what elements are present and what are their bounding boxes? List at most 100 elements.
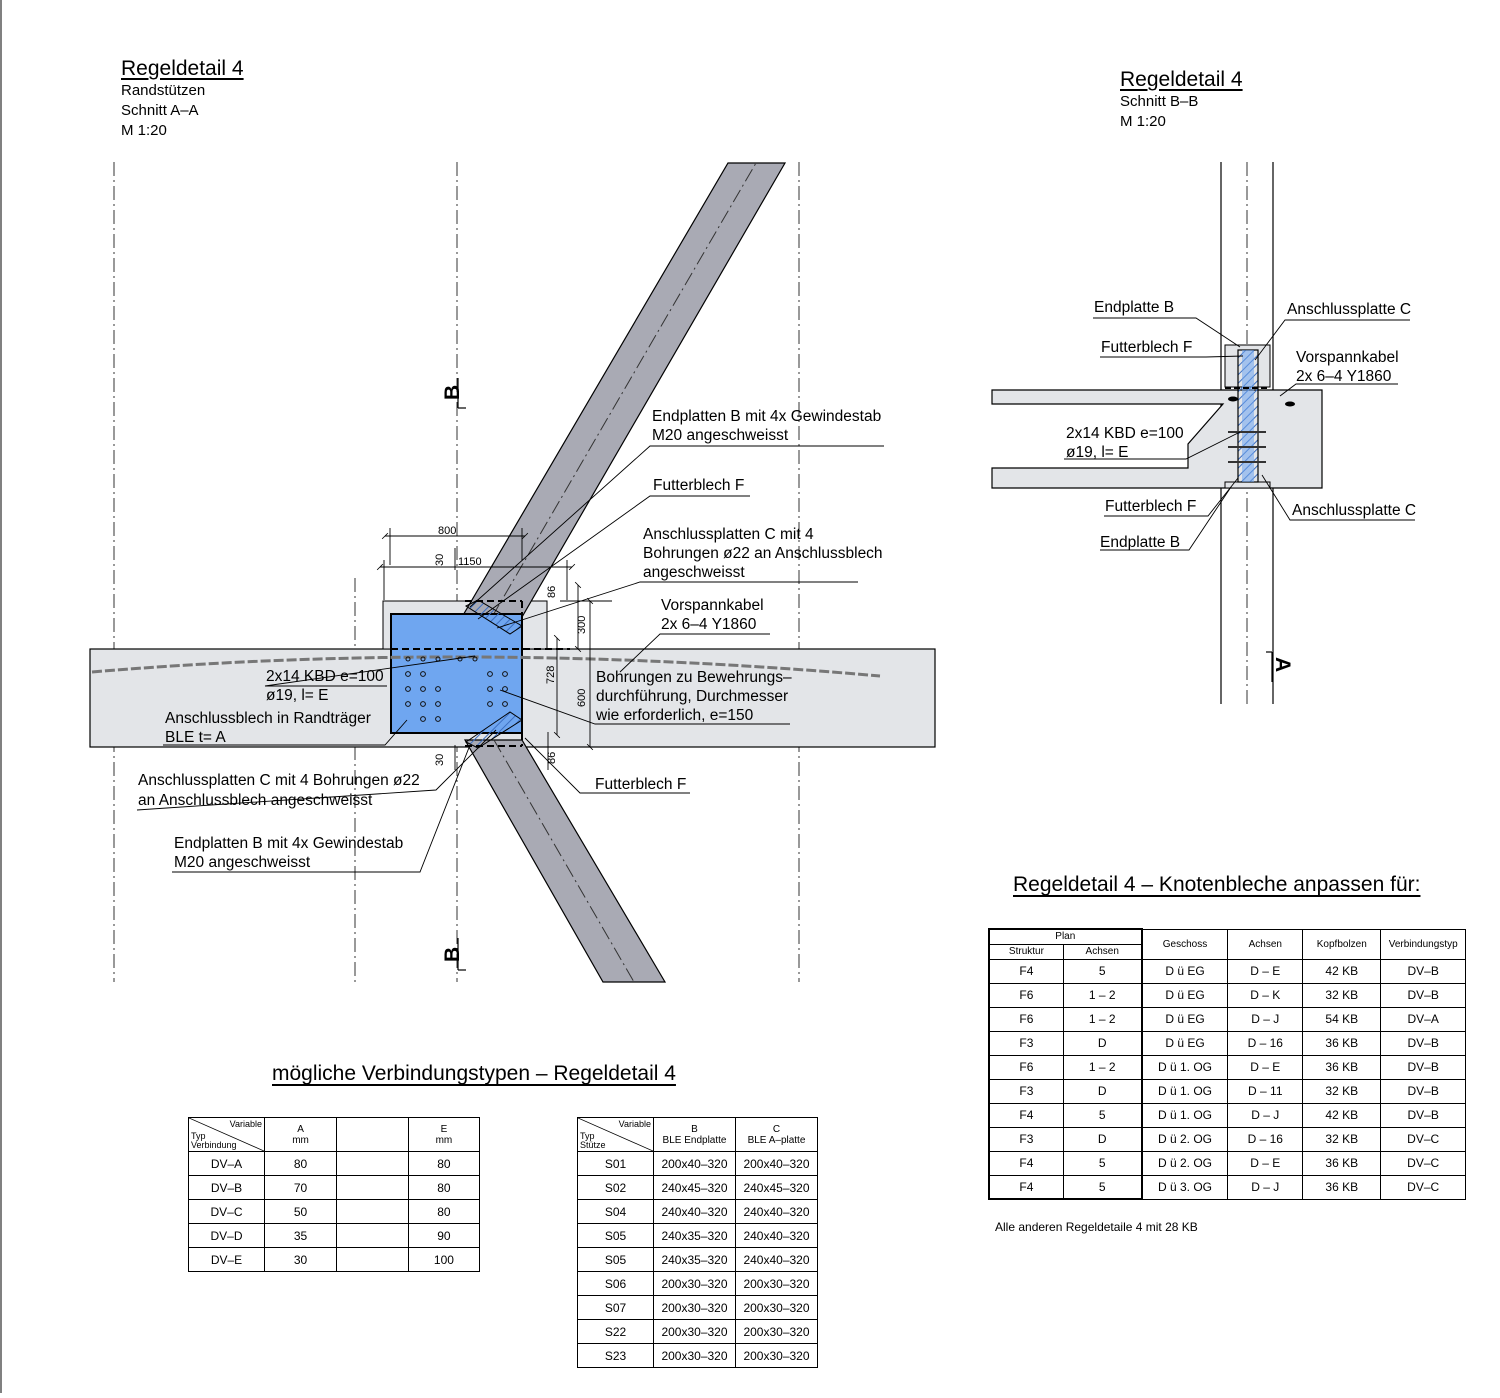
section-marker-top: [457, 378, 466, 409]
table-right-struktur: Struktur: [987, 943, 1064, 960]
table-right-kopfbolzen: Kopfbolzen: [1302, 928, 1382, 960]
label-anschlussplatte-bottom-right: Anschlussplatte C: [1292, 502, 1416, 519]
label-anschlussblech-2: BLE t= A: [165, 729, 226, 746]
diagonal-column-lower: [463, 739, 667, 983]
section-marker-bottom: [457, 938, 466, 971]
label-vorspann-1: Vorspannkabel: [661, 597, 764, 614]
table-right-footnote: Alle anderen Regeldetaile 4 mit 28 KB: [995, 1220, 1198, 1234]
dim-1150: 1150: [458, 556, 482, 568]
table-right-title: Regeldetail 4 – Knotenbleche anpassen fü…: [1013, 873, 1421, 896]
label-endplatte-bottom-right: Endplatte B: [1100, 534, 1180, 551]
label-anschlussblech-1: Anschlussblech in Randträger: [165, 710, 371, 727]
label-endplatten-bot-1: Endplatten B mit 4x Gewindestab: [174, 835, 403, 852]
table-right-plan: Plan: [988, 928, 1143, 945]
label-anschlussplatten-top-2: Bohrungen ø22 an Anschlussblech: [643, 545, 883, 562]
label-kbd-right-1: 2x14 KBD e=100: [1066, 425, 1184, 442]
label-anschlussplatten-bot-2: an Anschlussblech angeschweisst: [138, 792, 373, 809]
prestress-cable: [91, 655, 881, 678]
label-anschlussplatten-bot-1: Anschlussplatten C mit 4 Bohrungen ø22: [138, 772, 420, 789]
dim-300: 300: [576, 616, 588, 634]
end-plate-lower: [465, 711, 523, 749]
label-bohrungen-3: wie erforderlich, e=150: [595, 707, 754, 724]
section-letter-b-bottom: B: [441, 947, 464, 962]
dim-86-bottom: 86: [546, 752, 558, 764]
label-bohrungen-1: Bohrungen zu Bewehrungs–: [596, 669, 792, 686]
label-futterblech-top: Futterblech F: [653, 477, 744, 494]
table-left-title: mögliche Verbindungstypen – Regeldetail …: [272, 1062, 676, 1085]
column-axis-lower: [493, 739, 635, 983]
left-line-1: Randstützen: [121, 82, 206, 99]
detail-right: [991, 162, 1415, 704]
section-letter-b-top: B: [441, 385, 464, 400]
left-title: Regeldetail 4: [121, 57, 244, 80]
label-bohrungen-2: durchführung, Durchmesser: [596, 688, 788, 705]
label-kbd-2: ø19, l= E: [266, 687, 328, 704]
dim-728: 728: [545, 666, 557, 684]
table-knotenbleche: Plan Geschoss Achsen Kopfbolzen Verbindu…: [987, 928, 1466, 1200]
right-line-2: M 1:20: [1120, 113, 1166, 130]
label-vorspann-right-2: 2x 6–4 Y1860: [1296, 368, 1392, 385]
label-texts: Endplatten B mit 4x Gewindestab M20 ange…: [138, 299, 1416, 871]
label-anschlussplatten-top-3: angeschweisst: [643, 564, 745, 581]
dimension-texts: 800 1150 30 30 86 86 300 728 600: [434, 525, 588, 766]
label-kbd-1: 2x14 KBD e=100: [266, 668, 384, 685]
dim-30-bottom: 30: [434, 754, 446, 766]
label-endplatte-top-right: Endplatte B: [1094, 299, 1174, 316]
label-futterblech-top-right: Futterblech F: [1101, 339, 1192, 356]
left-line-2: Schnitt A–A: [121, 102, 199, 119]
label-endplatten-bot-2: M20 angeschweisst: [174, 854, 311, 871]
label-futterblech-bottom-right: Futterblech F: [1105, 498, 1196, 515]
detail-left: [89, 162, 936, 983]
label-kbd-right-2: ø19, l= E: [1066, 444, 1128, 461]
label-futterblech-bottom: Futterblech F: [595, 776, 686, 793]
section-letter-a: A: [1271, 657, 1294, 672]
dim-800: 800: [438, 525, 456, 537]
label-anschlussplatten-top-1: Anschlussplatten C mit 4: [643, 526, 814, 543]
right-title: Regeldetail 4: [1120, 68, 1243, 91]
studs: [405, 656, 508, 722]
right-line-1: Schnitt B–B: [1120, 93, 1199, 110]
table-right-geschoss: Geschoss: [1141, 928, 1229, 960]
label-endplatten-top-1: Endplatten B mit 4x Gewindestab: [652, 408, 881, 425]
left-line-3: M 1:20: [121, 122, 167, 139]
table-right-achsen: Achsen: [1227, 928, 1304, 960]
label-vorspann-2: 2x 6–4 Y1860: [661, 616, 757, 633]
dim-600: 600: [576, 689, 588, 707]
table-right-verbindungstyp: Verbindungstyp: [1380, 928, 1466, 960]
table-left-col-empty: [336, 1117, 409, 1152]
left-title-block: Regeldetail 4 Randstützen Schnitt A–A M …: [121, 57, 244, 141]
label-vorspann-right-1: Vorspannkabel: [1296, 349, 1399, 366]
table-right-achsen-plan: Achsen: [1062, 943, 1143, 960]
dim-30-top: 30: [434, 554, 446, 566]
